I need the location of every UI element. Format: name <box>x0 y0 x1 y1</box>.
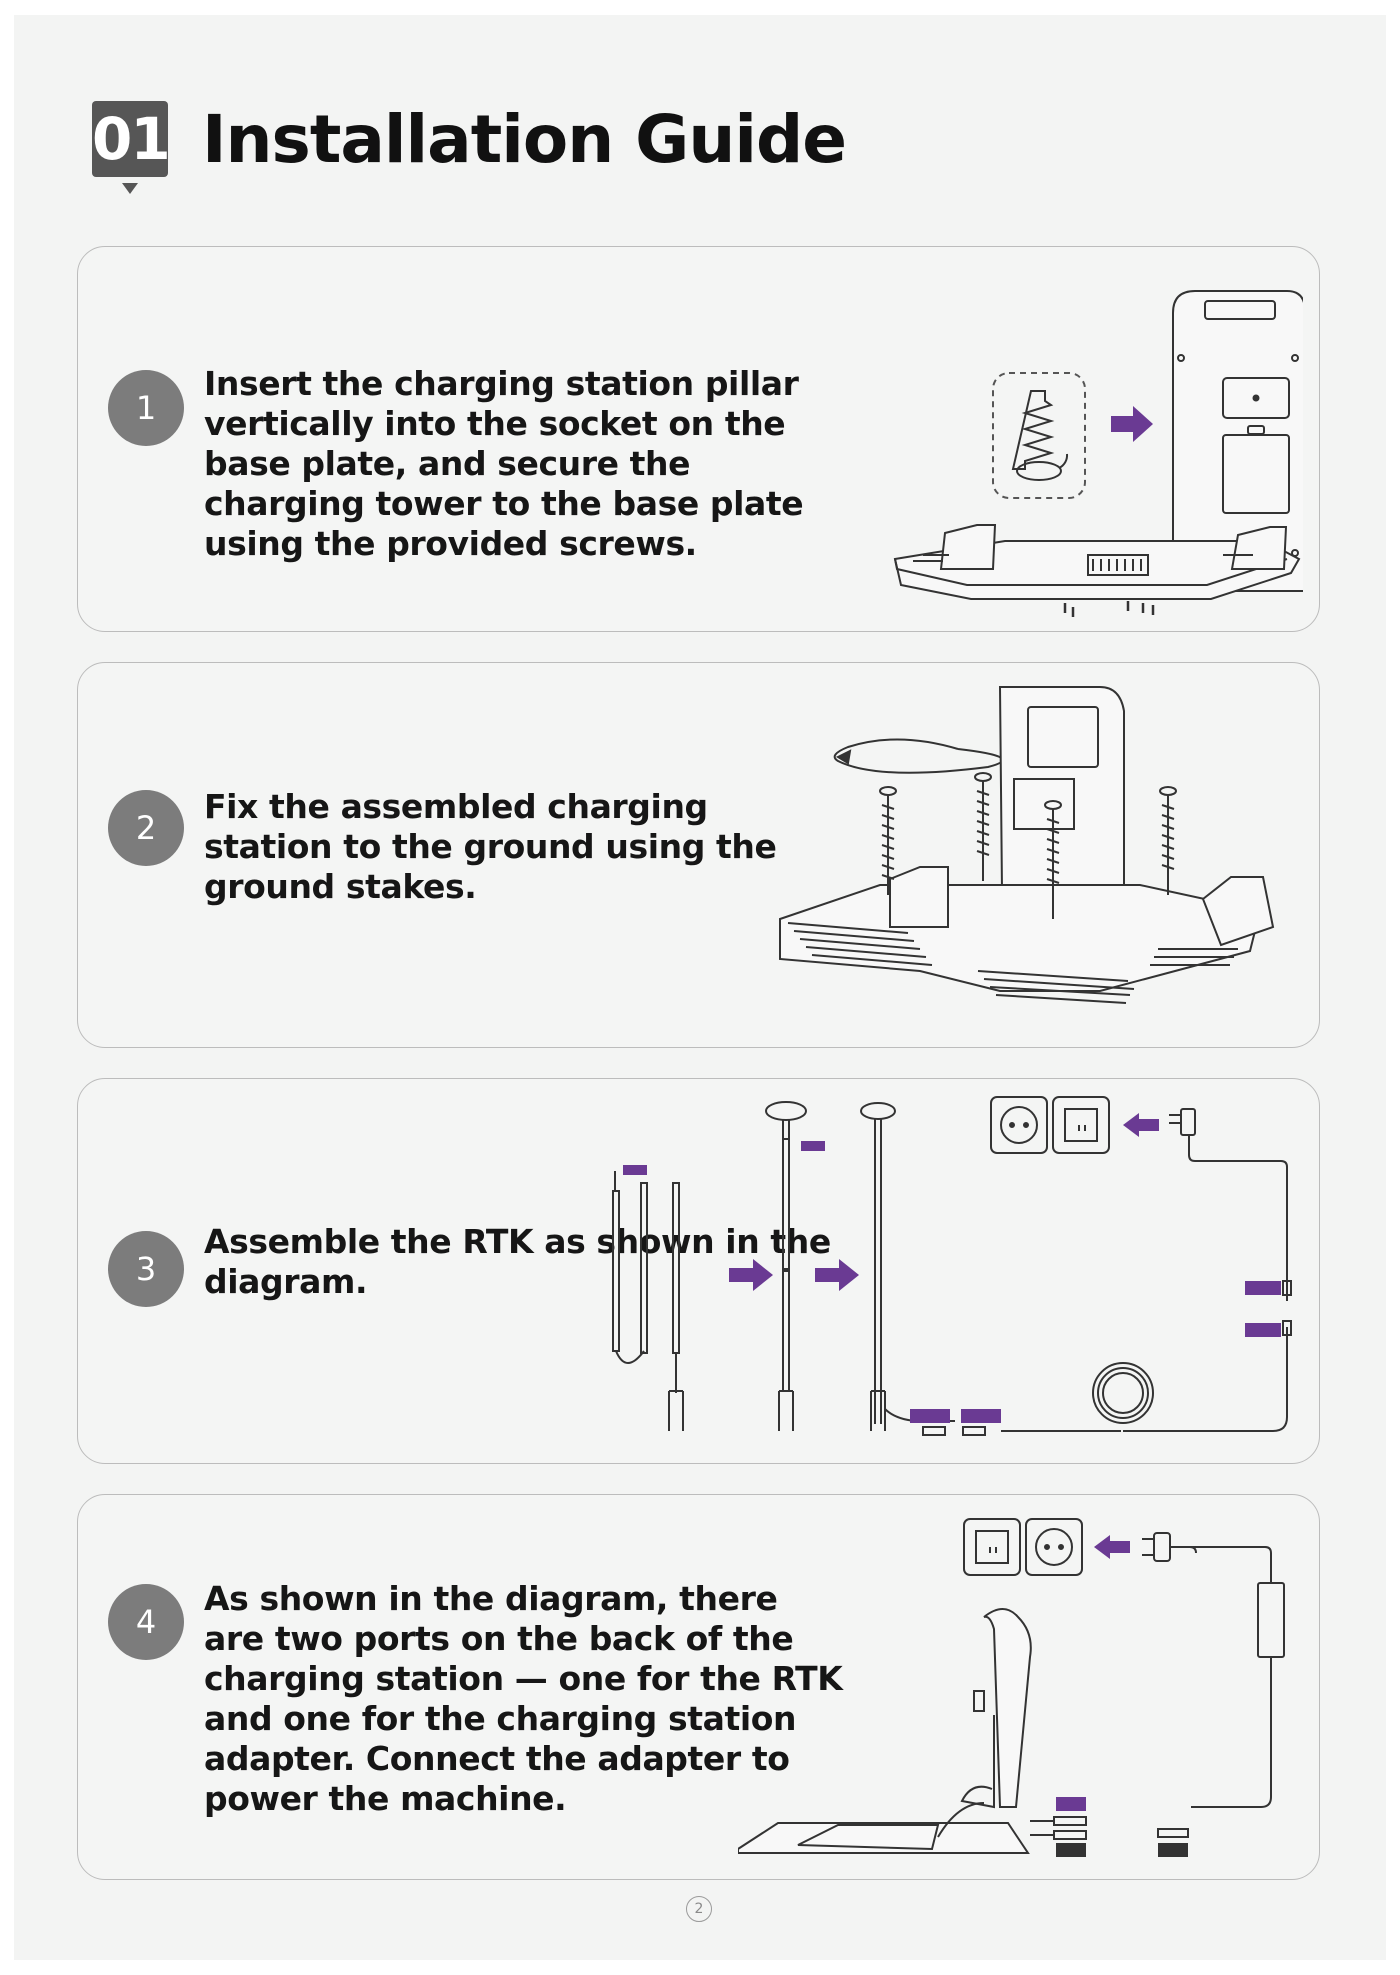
rtk-parts <box>612 1165 684 1431</box>
rtk-partial-assembly <box>765 1101 825 1431</box>
ground-stakes-icon <box>879 772 1177 919</box>
step-3-number: 3 <box>108 1231 184 1307</box>
base-plate <box>779 866 1275 1004</box>
outlet-eu-icon <box>990 1096 1048 1154</box>
charging-station-side <box>738 1608 1032 1854</box>
arrow-left-icon <box>1123 1113 1159 1137</box>
page-title: Installation Guide <box>202 101 847 178</box>
step-4-card: 4 As shown in the diagram, there are two… <box>77 1494 1320 1880</box>
outlet-cn-icon <box>963 1518 1021 1576</box>
outlet-cn-icon <box>1052 1096 1110 1154</box>
outlet-eu-icon <box>1025 1518 1083 1576</box>
step-2-illustration <box>779 686 1275 1004</box>
section-number-badge: 01 <box>92 101 171 177</box>
charging-tower <box>1172 290 1303 592</box>
screws-icon <box>1063 601 1155 617</box>
adapter-box-icon <box>1191 1582 1285 1808</box>
step-2-number: 2 <box>108 790 184 866</box>
step-1-illustration <box>893 290 1303 617</box>
step-4-text: As shown in the diagram, there are two p… <box>204 1579 843 1818</box>
step-3-card: 3 Assemble the RTK as shown in the diagr… <box>77 1078 1320 1464</box>
step-4-illustration <box>738 1518 1285 1857</box>
rtk-full-assembly <box>860 1102 1121 1436</box>
cable-coil-icon <box>1092 1362 1154 1424</box>
step-1-text: Insert the charging station pillar verti… <box>204 364 804 563</box>
arrow-right-icon <box>1111 406 1153 442</box>
section-caret-icon <box>122 183 138 194</box>
step-1-number: 1 <box>108 370 184 446</box>
ports-and-cables <box>1030 1797 1189 1857</box>
screw-detail-icon <box>992 372 1086 499</box>
page-number: 2 <box>686 1896 712 1922</box>
power-adapter-icon <box>1123 1108 1292 1432</box>
step-2-text: Fix the assembled charging station to th… <box>204 787 777 906</box>
base-plate <box>893 524 1301 600</box>
step-2-card: 2 Fix the assembled charging station to … <box>77 662 1320 1048</box>
step-3-text: Assemble the RTK as shown in the diagram… <box>204 1222 831 1301</box>
arrow-right-icon-2 <box>815 1259 859 1291</box>
power-plug-icon <box>1142 1532 1272 1583</box>
arrow-right-icon-1 <box>729 1259 773 1291</box>
step-4-number: 4 <box>108 1584 184 1660</box>
step-3-illustration <box>612 1096 1292 1436</box>
step-1-card: 1 Insert the charging station pillar ver… <box>77 246 1320 632</box>
arrow-left-icon <box>1094 1535 1130 1559</box>
rotate-arrow-icon <box>833 738 1004 774</box>
